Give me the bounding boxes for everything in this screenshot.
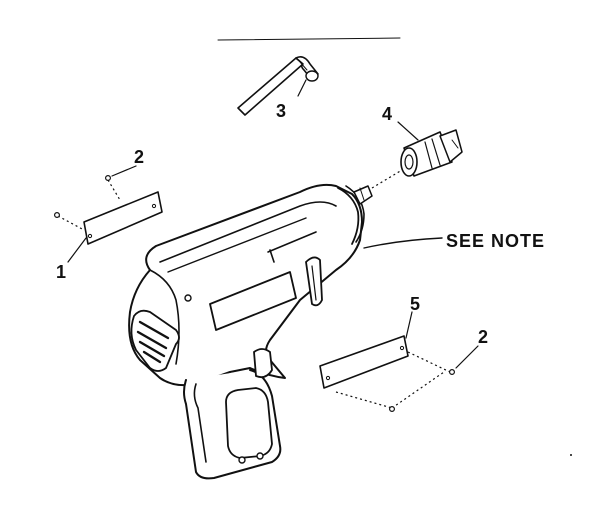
right-screw-b: [389, 406, 396, 413]
left-nameplate: [83, 191, 163, 245]
leader-line-4: [397, 121, 419, 141]
chuck: [400, 129, 463, 177]
left-screw-a: [53, 212, 60, 219]
leader-line-5: [405, 311, 413, 339]
callout-4: 4: [382, 104, 392, 124]
left-plate-alignment-line: [57, 215, 85, 231]
right-plate-lower-alignment-line: [335, 391, 393, 409]
left-screw-b: [104, 175, 111, 182]
leader-line-2-right: [455, 345, 479, 369]
left-screw-alignment-line: [107, 179, 121, 201]
callout-3: 3: [276, 101, 286, 121]
callout-1: 1: [56, 262, 66, 282]
right-screw-a: [449, 369, 456, 376]
top-edge-line: [217, 37, 401, 41]
drill-housing: [128, 183, 373, 387]
hex-key-wrench: [237, 56, 319, 116]
see-note-label: SEE NOTE: [446, 231, 545, 251]
callout-2-right: 2: [478, 327, 488, 347]
right-screw-alignment-line: [391, 371, 445, 409]
chuck-alignment-line: [371, 169, 403, 189]
leader-line-3: [297, 79, 307, 97]
leader-line-1: [67, 237, 87, 263]
speck-mark: [570, 454, 572, 456]
see-note-leader-line: [363, 237, 443, 249]
drill-handle: [183, 348, 282, 480]
right-nameplate: [319, 335, 409, 389]
right-plate-alignment-line: [407, 351, 451, 373]
callout-5: 5: [410, 294, 420, 314]
leader-line-2-left: [111, 165, 137, 177]
callout-2-left: 2: [134, 147, 144, 167]
